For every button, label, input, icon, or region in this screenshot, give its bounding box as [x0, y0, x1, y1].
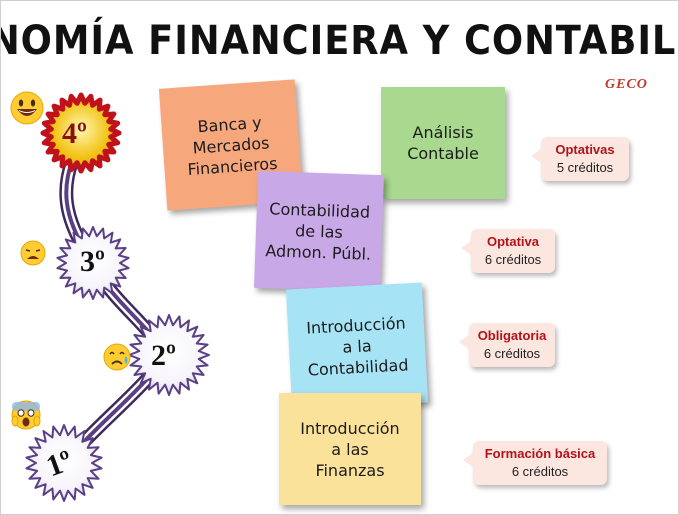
- level-3-star: [56, 226, 130, 300]
- tag-credits: 6 créditos: [511, 464, 569, 479]
- tag-credits: 6 créditos: [483, 346, 541, 361]
- tag-type: Obligatoria: [477, 328, 547, 343]
- sad-sweat-face-icon: [103, 343, 131, 371]
- credit-tag-obligatoria: Obligatoria 6 créditos: [459, 323, 555, 367]
- subject-analisis-contable: Análisis Contable: [381, 87, 505, 199]
- weary-face-icon: [20, 240, 46, 266]
- page-title: ECONOMÍA FINANCIERA Y CONTABILIDAD: [1, 18, 678, 64]
- level-2-label: 2º: [151, 339, 176, 372]
- level-4-star: [40, 92, 122, 174]
- tag-credits: 6 créditos: [484, 252, 542, 267]
- grinning-face-icon: [10, 91, 44, 125]
- level-4-label: 4º: [62, 117, 87, 150]
- credit-tag-optativa: Optativa 6 créditos: [461, 229, 555, 273]
- subject-intro-contabilidad: Introducción a la Contabilidad: [285, 282, 429, 410]
- author-label: GECO: [605, 77, 648, 92]
- level-1-star: [25, 424, 103, 502]
- screaming-face-icon: [11, 400, 41, 430]
- credit-tag-formacion-basica: Formación básica 6 créditos: [463, 441, 607, 485]
- tag-type: Optativas: [555, 142, 615, 157]
- subject-contabilidad-admon: Contabilidad de las Admon. Públ.: [253, 170, 385, 293]
- level-2-star: [128, 314, 210, 396]
- tag-credits: 5 créditos: [556, 160, 614, 175]
- subject-intro-finanzas: Introducción a las Finanzas: [279, 393, 421, 505]
- level-3-label: 3º: [80, 245, 105, 278]
- credit-tag-optativas: Optativas 5 créditos: [531, 137, 629, 181]
- tag-type: Optativa: [486, 234, 539, 249]
- tag-type: Formación básica: [484, 446, 596, 461]
